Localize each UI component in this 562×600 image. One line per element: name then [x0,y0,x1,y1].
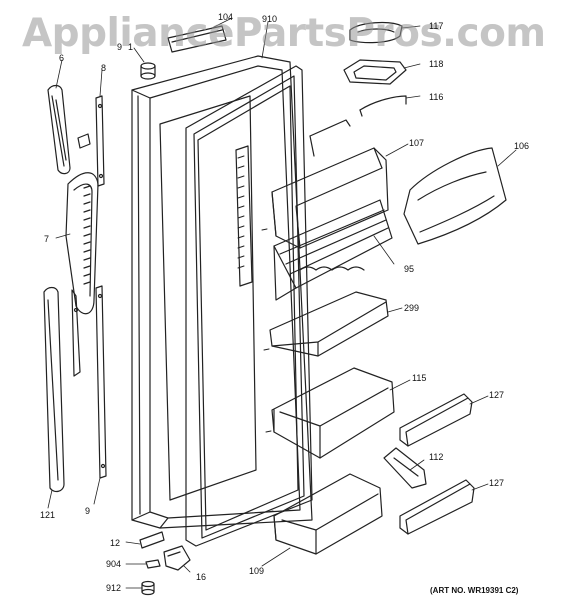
bin-front-127-upper [399,393,473,447]
callout-109: 109 [249,566,265,576]
cover-106 [403,147,507,245]
callout-7: 7 [44,234,50,244]
callout-9-top: 9 [117,42,123,52]
bin-front-127-lower [399,479,475,535]
handle-trim-bottom [43,286,81,493]
callout-1: 1 [128,42,134,52]
bin-115 [271,367,395,459]
tray-118 [343,59,407,85]
callout-904: 904 [106,559,122,569]
callout-104: 104 [218,12,234,22]
bin-109 [273,473,383,555]
bin-107 [271,119,389,249]
callout-9-bottom: 9 [85,506,91,516]
callout-118: 118 [429,59,444,69]
hinge-bushing [140,62,156,80]
callout-121: 121 [40,510,56,520]
callout-12: 12 [110,538,121,548]
callout-6: 6 [59,53,65,63]
shelf-299 [269,291,389,357]
watermark: AppliancePartsPros.com [22,11,546,56]
door-liner [159,95,257,501]
callout-115: 115 [412,373,427,383]
door-shell [131,55,313,529]
callout-16: 16 [196,572,207,582]
top-cap [167,25,227,53]
bottom-hinge-hardware [139,531,191,596]
wire-rack-95 [273,199,393,301]
callout-912: 912 [106,583,122,593]
handle-trim-top [47,84,71,175]
callout-106: 106 [514,141,530,151]
callout-127-lower: 127 [489,478,505,488]
door-gasket [185,65,313,547]
art-number: (ART NO. WR19391 C2) [430,586,519,595]
hinge-strip [95,95,105,187]
hinge-strip-lower [95,285,107,479]
rail-116 [359,95,407,117]
dispenser-cap [349,21,403,44]
callout-299: 299 [404,303,420,313]
callout-127-upper: 127 [489,390,505,400]
callout-107: 107 [409,138,425,148]
callout-910: 910 [262,14,278,24]
liner-dimples [237,155,274,513]
callout-8: 8 [101,63,107,73]
callout-112: 112 [429,452,444,462]
callout-117: 117 [429,21,444,31]
leader-lines [47,17,517,589]
clip-112 [383,447,427,489]
callout-95: 95 [404,264,415,274]
door-handle [65,133,99,315]
callout-116: 116 [429,92,444,102]
